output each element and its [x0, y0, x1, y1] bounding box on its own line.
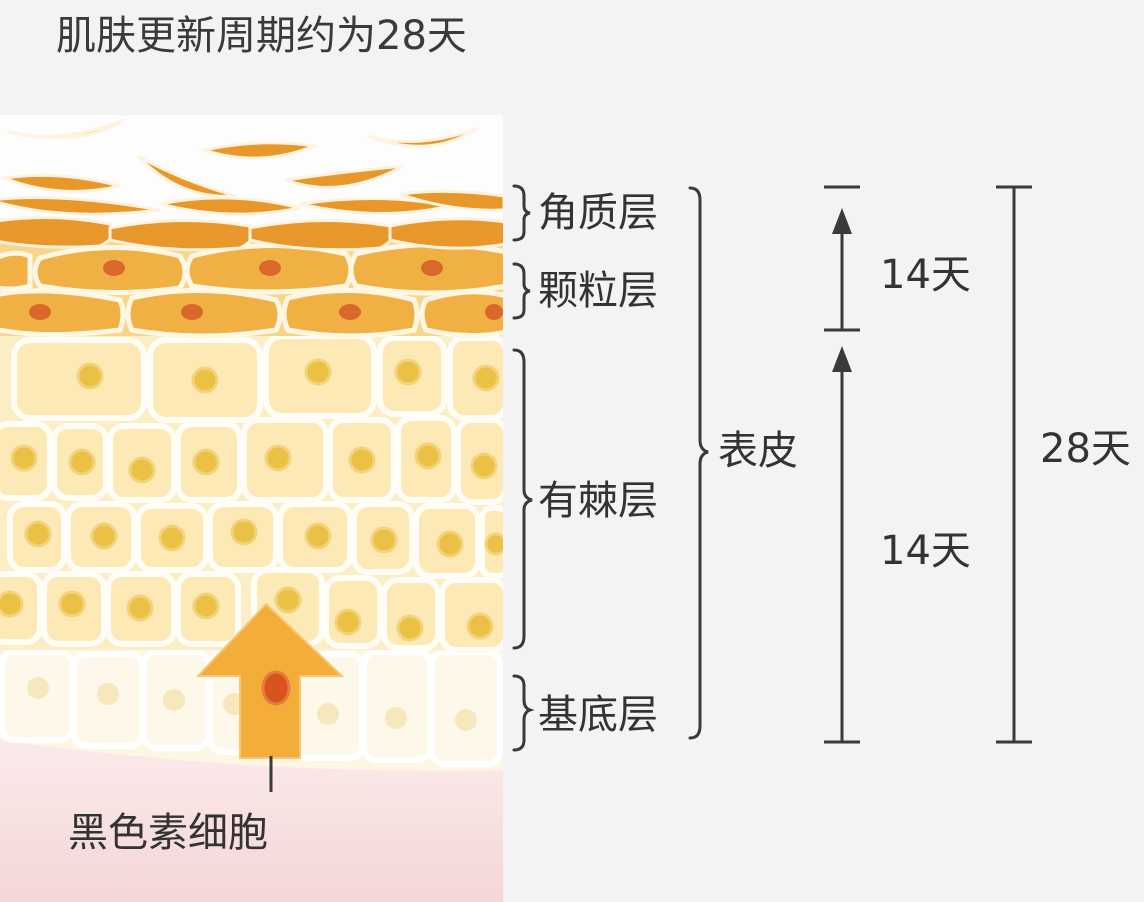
granular-nucleus — [29, 304, 51, 320]
total-duration-range — [996, 185, 1032, 744]
granular-nucleus — [103, 260, 125, 276]
basal-nucleus — [455, 709, 477, 731]
corneum-flake — [136, 154, 237, 198]
total-duration-label: 28天 — [1040, 426, 1131, 472]
arrow-up-icon — [832, 346, 852, 372]
spinous-nucleus — [274, 586, 302, 614]
diagram-title: 肌肤更新周期约为28天 — [56, 13, 467, 59]
bracket-icon — [512, 348, 533, 650]
granular-cell — [0, 250, 33, 292]
melanocyte-nucleus — [261, 670, 291, 706]
bracket-icon — [512, 262, 531, 320]
granular-nucleus — [421, 260, 443, 276]
corneum-flakes — [0, 118, 503, 252]
corneum-flake — [367, 126, 479, 148]
arrow-up-icon — [832, 208, 852, 234]
spinous-nucleus — [472, 364, 500, 392]
granular-cell — [0, 288, 126, 338]
spinous-nucleus — [466, 612, 494, 640]
spinous-nucleus — [264, 444, 292, 472]
spinous-nucleus — [484, 532, 503, 556]
corneum-flake — [248, 219, 395, 252]
granular-cell — [125, 287, 283, 339]
granular-nucleus — [339, 304, 361, 320]
corneum-flake — [159, 196, 301, 216]
basal-nucleus — [385, 707, 407, 729]
granular-cells — [0, 241, 503, 339]
spinous-nucleus — [126, 594, 154, 622]
corneum-flake — [0, 173, 121, 193]
granular-nucleus — [181, 304, 203, 320]
lower-duration-label: 14天 — [880, 528, 971, 574]
spinous-nucleus — [334, 608, 362, 636]
bracket-icon — [512, 674, 535, 752]
spinous-nucleus — [304, 522, 332, 550]
corneum-flake — [0, 215, 115, 249]
bracket-icon — [512, 184, 531, 242]
spinous-nucleus — [470, 452, 498, 480]
spinous-nucleus — [76, 362, 104, 390]
stratum-basale-label: 基底层 — [538, 692, 658, 738]
basal-nucleus — [27, 677, 49, 699]
spinous-nucleus — [192, 448, 220, 476]
spinous-nucleus — [370, 526, 398, 554]
spinous-nucleus — [128, 456, 156, 484]
corneum-flake — [388, 217, 503, 250]
spinous-nucleus — [230, 518, 258, 546]
spinous-nucleus — [436, 530, 464, 558]
basal-nuclei — [27, 677, 477, 731]
corneum-flake — [0, 196, 161, 216]
basal-cell — [429, 649, 503, 767]
granular-nucleus — [259, 260, 281, 276]
granular-cell — [419, 289, 503, 339]
spinous-nucleus — [192, 592, 220, 620]
spinous-nucleus — [68, 448, 96, 476]
layer-brackets — [512, 184, 535, 752]
basal-nucleus — [97, 683, 119, 705]
spinous-nucleus — [414, 442, 442, 470]
stratum-granulosum-label: 颗粒层 — [538, 268, 658, 314]
corneum-flake — [7, 118, 125, 140]
basal-cell — [361, 649, 433, 763]
corneum-flake — [108, 219, 255, 252]
basal-nucleus — [317, 703, 339, 725]
granular-nucleus — [485, 304, 503, 320]
corneum-flake — [399, 189, 503, 212]
epidermis-label: 表皮 — [718, 428, 798, 474]
spinous-nucleus — [158, 524, 186, 552]
spinous-nucleus — [191, 366, 219, 394]
spinous-nucleus — [304, 358, 332, 386]
upper-duration-arrow — [824, 185, 860, 332]
spinous-nucleus — [10, 444, 38, 472]
basal-nucleus — [163, 689, 185, 711]
upper-duration-label: 14天 — [880, 252, 971, 298]
spinous-nucleus — [0, 590, 24, 618]
dermis-region — [0, 740, 503, 902]
lower-duration-arrow — [824, 346, 860, 744]
spinous-nuclei — [0, 358, 503, 642]
spinous-nucleus — [90, 522, 118, 550]
spinous-nucleus — [396, 614, 424, 642]
granular-nuclei — [29, 260, 503, 320]
spinous-nucleus — [394, 358, 422, 386]
stratum-spinosum-label: 有棘层 — [538, 478, 658, 524]
corneum-flake — [285, 164, 405, 189]
epidermis-bracket — [688, 186, 709, 740]
spinous-nucleus — [58, 590, 86, 618]
corneum-flake — [198, 141, 320, 160]
spinous-nucleus — [348, 446, 376, 474]
stratum-corneum-label: 角质层 — [538, 190, 658, 236]
melanocyte-label: 黑色素细胞 — [68, 810, 268, 856]
spinous-nucleus — [24, 520, 52, 548]
